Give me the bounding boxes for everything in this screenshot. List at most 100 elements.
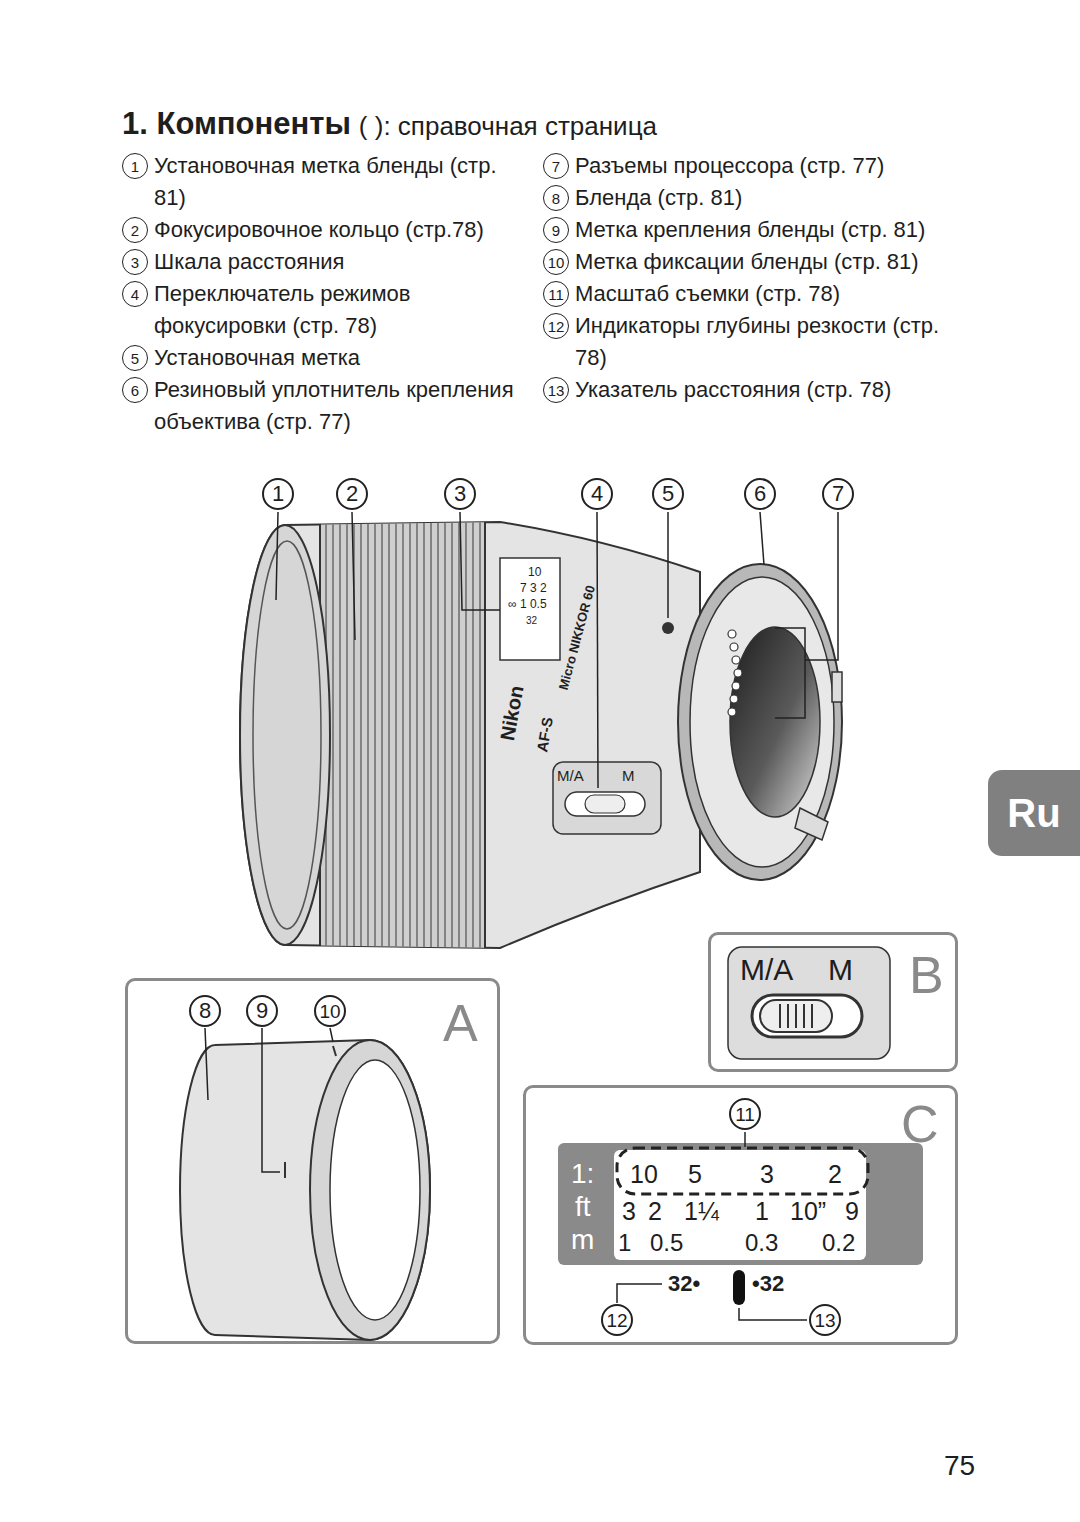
scale-unit: 1:: [571, 1160, 594, 1188]
illustration-part: [388, 515, 390, 955]
illustration-part: [472, 515, 474, 955]
parts-list-item: 8Бленда (стр. 81): [543, 182, 945, 214]
illustration-part: [320, 515, 485, 955]
illustration-part: [617, 1284, 662, 1303]
parts-list-item: 5Установочная метка: [122, 342, 532, 374]
illustration-part: [760, 1000, 832, 1032]
inset-letter: A: [443, 997, 478, 1049]
depth-of-field-mark: •32: [752, 1273, 784, 1295]
illustration-part: [678, 564, 842, 880]
illustration-part: [733, 1270, 745, 1305]
callout-number: 11: [729, 1098, 761, 1130]
parts-list-item: 1Установочная метка бленды (стр. 81): [122, 150, 532, 214]
illustration-part: [500, 558, 560, 660]
scale-number: ∞ 1 0.5: [508, 598, 547, 610]
callout-number: 8: [189, 995, 221, 1027]
callout-number: 7: [822, 478, 854, 510]
illustration-part: [430, 515, 432, 955]
illustration-part: [744, 1132, 746, 1147]
callout-number: 1: [262, 478, 294, 510]
scale-number: 9: [845, 1199, 859, 1224]
callout-number: 4: [122, 281, 148, 307]
callout-number: 9: [246, 995, 278, 1027]
illustration-part: [360, 515, 362, 955]
callout-number: 2: [122, 217, 148, 243]
illustration-part: [760, 512, 764, 565]
illustration-part: [739, 1308, 807, 1320]
parts-list-item: 12Индикаторы глубины резкости (стр. 78): [543, 310, 945, 374]
illustration-part: [690, 577, 834, 867]
illustration-part: [205, 1028, 333, 1172]
scale-number: 3: [760, 1162, 774, 1187]
callout-number: 9: [543, 217, 569, 243]
scale-number: 1: [755, 1199, 769, 1224]
callout-number: 10: [543, 249, 569, 275]
scale-number: 0.2: [822, 1231, 855, 1255]
section-title: 1. Компоненты: [122, 108, 351, 139]
callout-number: 3: [444, 478, 476, 510]
scale-number: 7 3 2: [520, 582, 547, 594]
scale-number: 32: [526, 616, 537, 626]
scale-number: 1¼: [684, 1199, 719, 1224]
parts-list-item: 10Метка фиксации бленды (стр. 81): [543, 246, 945, 278]
language-tab: Ru: [988, 770, 1080, 856]
scale-number: 1: [618, 1231, 631, 1255]
callout-number: 11: [543, 281, 569, 307]
illustration-part: [333, 1046, 336, 1056]
scale-number: 10: [630, 1162, 658, 1187]
illustration-part: [332, 515, 334, 955]
illustration-part: [479, 515, 481, 955]
part-name: Масштаб съемки (стр. 78): [575, 278, 840, 310]
illustration-part: [752, 995, 862, 1037]
parts-list-column: 7Разъемы процессора (стр. 77)8Бленда (ст…: [543, 150, 945, 406]
parts-list-item: 6Резиновый уплотнитель крепления объекти…: [122, 374, 532, 438]
switch-label: M/A: [557, 768, 584, 783]
part-name: Резиновый уплотнитель крепления объектив…: [154, 374, 532, 438]
callout-number: 8: [543, 185, 569, 211]
illustration-part: [732, 682, 740, 690]
part-name: Фокусировочное кольцо (стр.78): [154, 214, 484, 246]
switch-label: M/A: [740, 955, 793, 985]
illustration-part: [728, 708, 736, 716]
illustration-part: [205, 1028, 208, 1100]
illustration-part: [558, 1143, 923, 1265]
illustration-part: [728, 947, 890, 1059]
illustration-part: [458, 515, 460, 955]
illustration-part: [451, 515, 453, 955]
illustration-part: [339, 515, 341, 955]
illustration-part: [310, 1040, 430, 1340]
callout-number: 5: [122, 345, 148, 371]
callout-number: 10: [314, 995, 346, 1027]
illustration-part: [732, 656, 740, 664]
illustration-part: [795, 1004, 797, 1028]
illustration-part: [437, 515, 439, 955]
illustration-part: [326, 515, 480, 955]
illustration-part: [614, 1150, 866, 1260]
illustration-part: [811, 1004, 813, 1028]
part-name: Метка крепления бленды (стр. 81): [575, 214, 925, 246]
callout-number: 13: [809, 1304, 841, 1336]
illustration-part: [276, 512, 278, 600]
callout-number: 3: [122, 249, 148, 275]
switch-label: M: [622, 768, 635, 783]
illustration-part: [352, 512, 355, 640]
callout-number: 12: [601, 1304, 633, 1336]
illustration-part: [553, 762, 661, 834]
illustration-part: [728, 630, 736, 638]
illustration-part: [730, 695, 738, 703]
inset-panel: B: [708, 932, 958, 1072]
callout-number: 12: [543, 313, 569, 339]
inset-letter: C: [901, 1098, 939, 1150]
illustration-part: [832, 672, 842, 702]
callout-number: 5: [652, 478, 684, 510]
illustration-part: [416, 515, 418, 955]
illustration-part: [730, 643, 738, 651]
scale-number: 0.3: [745, 1231, 778, 1255]
illustration-part: [730, 627, 820, 817]
parts-list-item: 9Метка крепления бленды (стр. 81): [543, 214, 945, 246]
illustration-part: [346, 515, 348, 955]
illustration-part: [409, 515, 411, 955]
illustration-part: [585, 795, 625, 813]
illustration-part: [367, 515, 369, 955]
scale-number: 0.5: [650, 1231, 683, 1255]
